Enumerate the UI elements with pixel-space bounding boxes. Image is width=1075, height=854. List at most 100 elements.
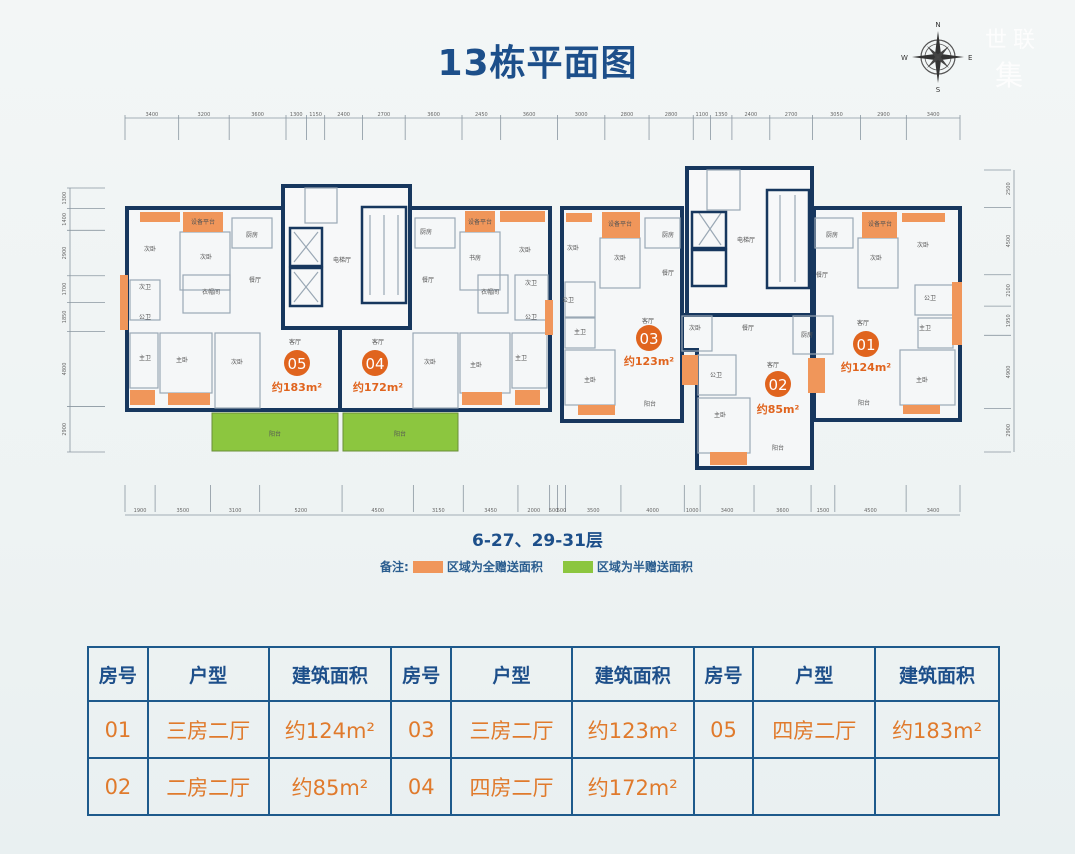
room-label: 餐厅 (422, 276, 434, 284)
dimension-label: 1500 (817, 508, 830, 514)
dimension-label: 1300 (62, 192, 68, 205)
room-label: 公卫 (525, 314, 537, 321)
header-cell: 建筑面积 (570, 646, 695, 702)
floor-range: 6-27、29-31层 (472, 531, 603, 551)
unit-markers: 05 约183m² 04 约172m² 03 约123m² 02 约85m² 0… (272, 325, 891, 416)
room-label: 电梯厅 (737, 236, 755, 244)
header-cell: 户型 (450, 646, 573, 702)
legend-prefix: 备注: (380, 560, 409, 574)
dimension-label: 2450 (475, 112, 488, 118)
room-label: 次卧 (519, 246, 531, 254)
dimension-label: 2400 (337, 112, 350, 118)
room-label: 书房 (469, 254, 481, 262)
dimension-label: 2900 (1006, 424, 1012, 437)
dimension-label: 2800 (621, 112, 634, 118)
dimension-label: 3600 (776, 508, 789, 514)
table-cell: 四房二厅 (752, 700, 877, 759)
legend: 备注: 区域为全赠送面积 区域为半赠送面积 (380, 558, 693, 575)
dimension-label: 3200 (198, 112, 211, 118)
header-cell: 房号 (87, 646, 149, 702)
table-row: 01 三房二厅 约124m² 03 三房二厅 约123m² 05 四房二厅 约1… (87, 700, 1000, 759)
dimension-label: 500 (557, 508, 567, 514)
unit-04-marker: 04 约172m² (353, 350, 403, 394)
room-label: 公卫 (139, 314, 151, 321)
table-cell (692, 757, 755, 816)
room-label: 主卫 (139, 354, 151, 362)
room-labels: 次卧 次卧 衣帽间 次卫 公卫 主卫 主卧 次卧 厨房 餐厅 客厅 阳台 设备平… (139, 218, 936, 452)
table-cell: 约123m² (570, 700, 695, 759)
dimension-label: 4900 (1006, 366, 1012, 379)
unit-01-marker: 01 约124m² (841, 331, 891, 374)
dimension-label: 1000 (686, 508, 699, 514)
table-cell: 三房二厅 (450, 700, 573, 759)
dimension-label: 2500 (1006, 182, 1012, 195)
interior-walls (129, 169, 956, 454)
unit-area: 约183m² (272, 380, 322, 394)
room-label: 电梯厅 (333, 256, 351, 264)
room-label: 次卧 (424, 358, 436, 366)
page-title: 13栋平面图 (437, 43, 638, 84)
dimension-label: 2800 (665, 112, 678, 118)
dimension-label: 3600 (523, 112, 536, 118)
dimension-label: 1350 (715, 112, 728, 118)
room-label: 客厅 (289, 338, 301, 346)
dimension-label: 2100 (1006, 284, 1012, 297)
room-label: 阳台 (394, 430, 406, 438)
dimension-label: 3400 (721, 508, 734, 514)
room-label: 次卫 (139, 283, 151, 291)
dimension-label: 3000 (575, 112, 588, 118)
table-cell: 三房二厅 (146, 700, 270, 759)
room-label: 次卧 (200, 253, 212, 261)
dimension-label: 1400 (62, 213, 68, 226)
dimension-label: 1150 (309, 112, 322, 118)
room-label: 主卧 (584, 376, 596, 384)
room-label: 次卧 (870, 254, 882, 262)
table-cell (874, 757, 1000, 816)
room-label: 衣帽间 (481, 288, 499, 296)
unit-number: 01 (856, 336, 875, 354)
room-label: 次卧 (567, 244, 579, 252)
header-cell: 户型 (146, 646, 270, 702)
unit-02-marker: 02 约85m² (757, 371, 800, 416)
dimension-label: 4500 (864, 508, 877, 514)
unit-number: 03 (639, 330, 658, 348)
dimension-label: 2900 (62, 247, 68, 260)
room-label: 客厅 (372, 338, 384, 346)
dimension-label: 3500 (176, 508, 189, 514)
room-label: 设备平台 (608, 220, 632, 228)
room-label: 厨房 (662, 231, 674, 239)
table-cell: 04 (390, 757, 453, 816)
room-label: 主卧 (714, 411, 726, 419)
legend-orange-swatch (412, 560, 443, 573)
room-label: 主卫 (515, 354, 527, 362)
room-label: 次卫 (525, 279, 537, 287)
dimension-label: 3400 (927, 508, 940, 514)
header-cell: 房号 (692, 646, 755, 702)
dimension-label: 3100 (229, 508, 242, 514)
dimension-label: 3150 (432, 508, 445, 514)
room-label: 餐厅 (816, 271, 828, 279)
table-cell: 约183m² (874, 700, 1000, 759)
dimension-label: 4000 (646, 508, 659, 514)
unit-03-marker: 03 约123m² (624, 325, 674, 368)
room-label: 公卫 (562, 297, 574, 304)
table-header-row: 房号 户型 建筑面积 房号 户型 建筑面积 房号 户型 建筑面积 (87, 646, 1000, 702)
dimension-label: 4500 (1006, 235, 1012, 248)
table-cell (752, 757, 877, 816)
unit-number: 05 (287, 355, 306, 373)
unit-area: 约85m² (757, 402, 800, 416)
table-cell: 01 (87, 700, 149, 759)
room-label: 阳台 (269, 430, 281, 438)
dimension-label: 1950 (1006, 314, 1012, 327)
floor-plan: N S E W 3400 3200 3600 1300 1150 2400 2700 3600… (62, 21, 1015, 516)
compass-n: N (935, 21, 940, 29)
room-label: 设备平台 (191, 218, 215, 226)
room-label: 衣帽间 (202, 288, 220, 296)
compass-icon: N S E W (901, 21, 972, 94)
dimension-label: 2700 (785, 112, 798, 118)
table-cell: 05 (692, 700, 755, 759)
room-label: 厨房 (826, 231, 838, 239)
room-label: 公卫 (924, 295, 936, 302)
legend-green-swatch (562, 560, 593, 573)
room-label: 厨房 (246, 231, 258, 239)
